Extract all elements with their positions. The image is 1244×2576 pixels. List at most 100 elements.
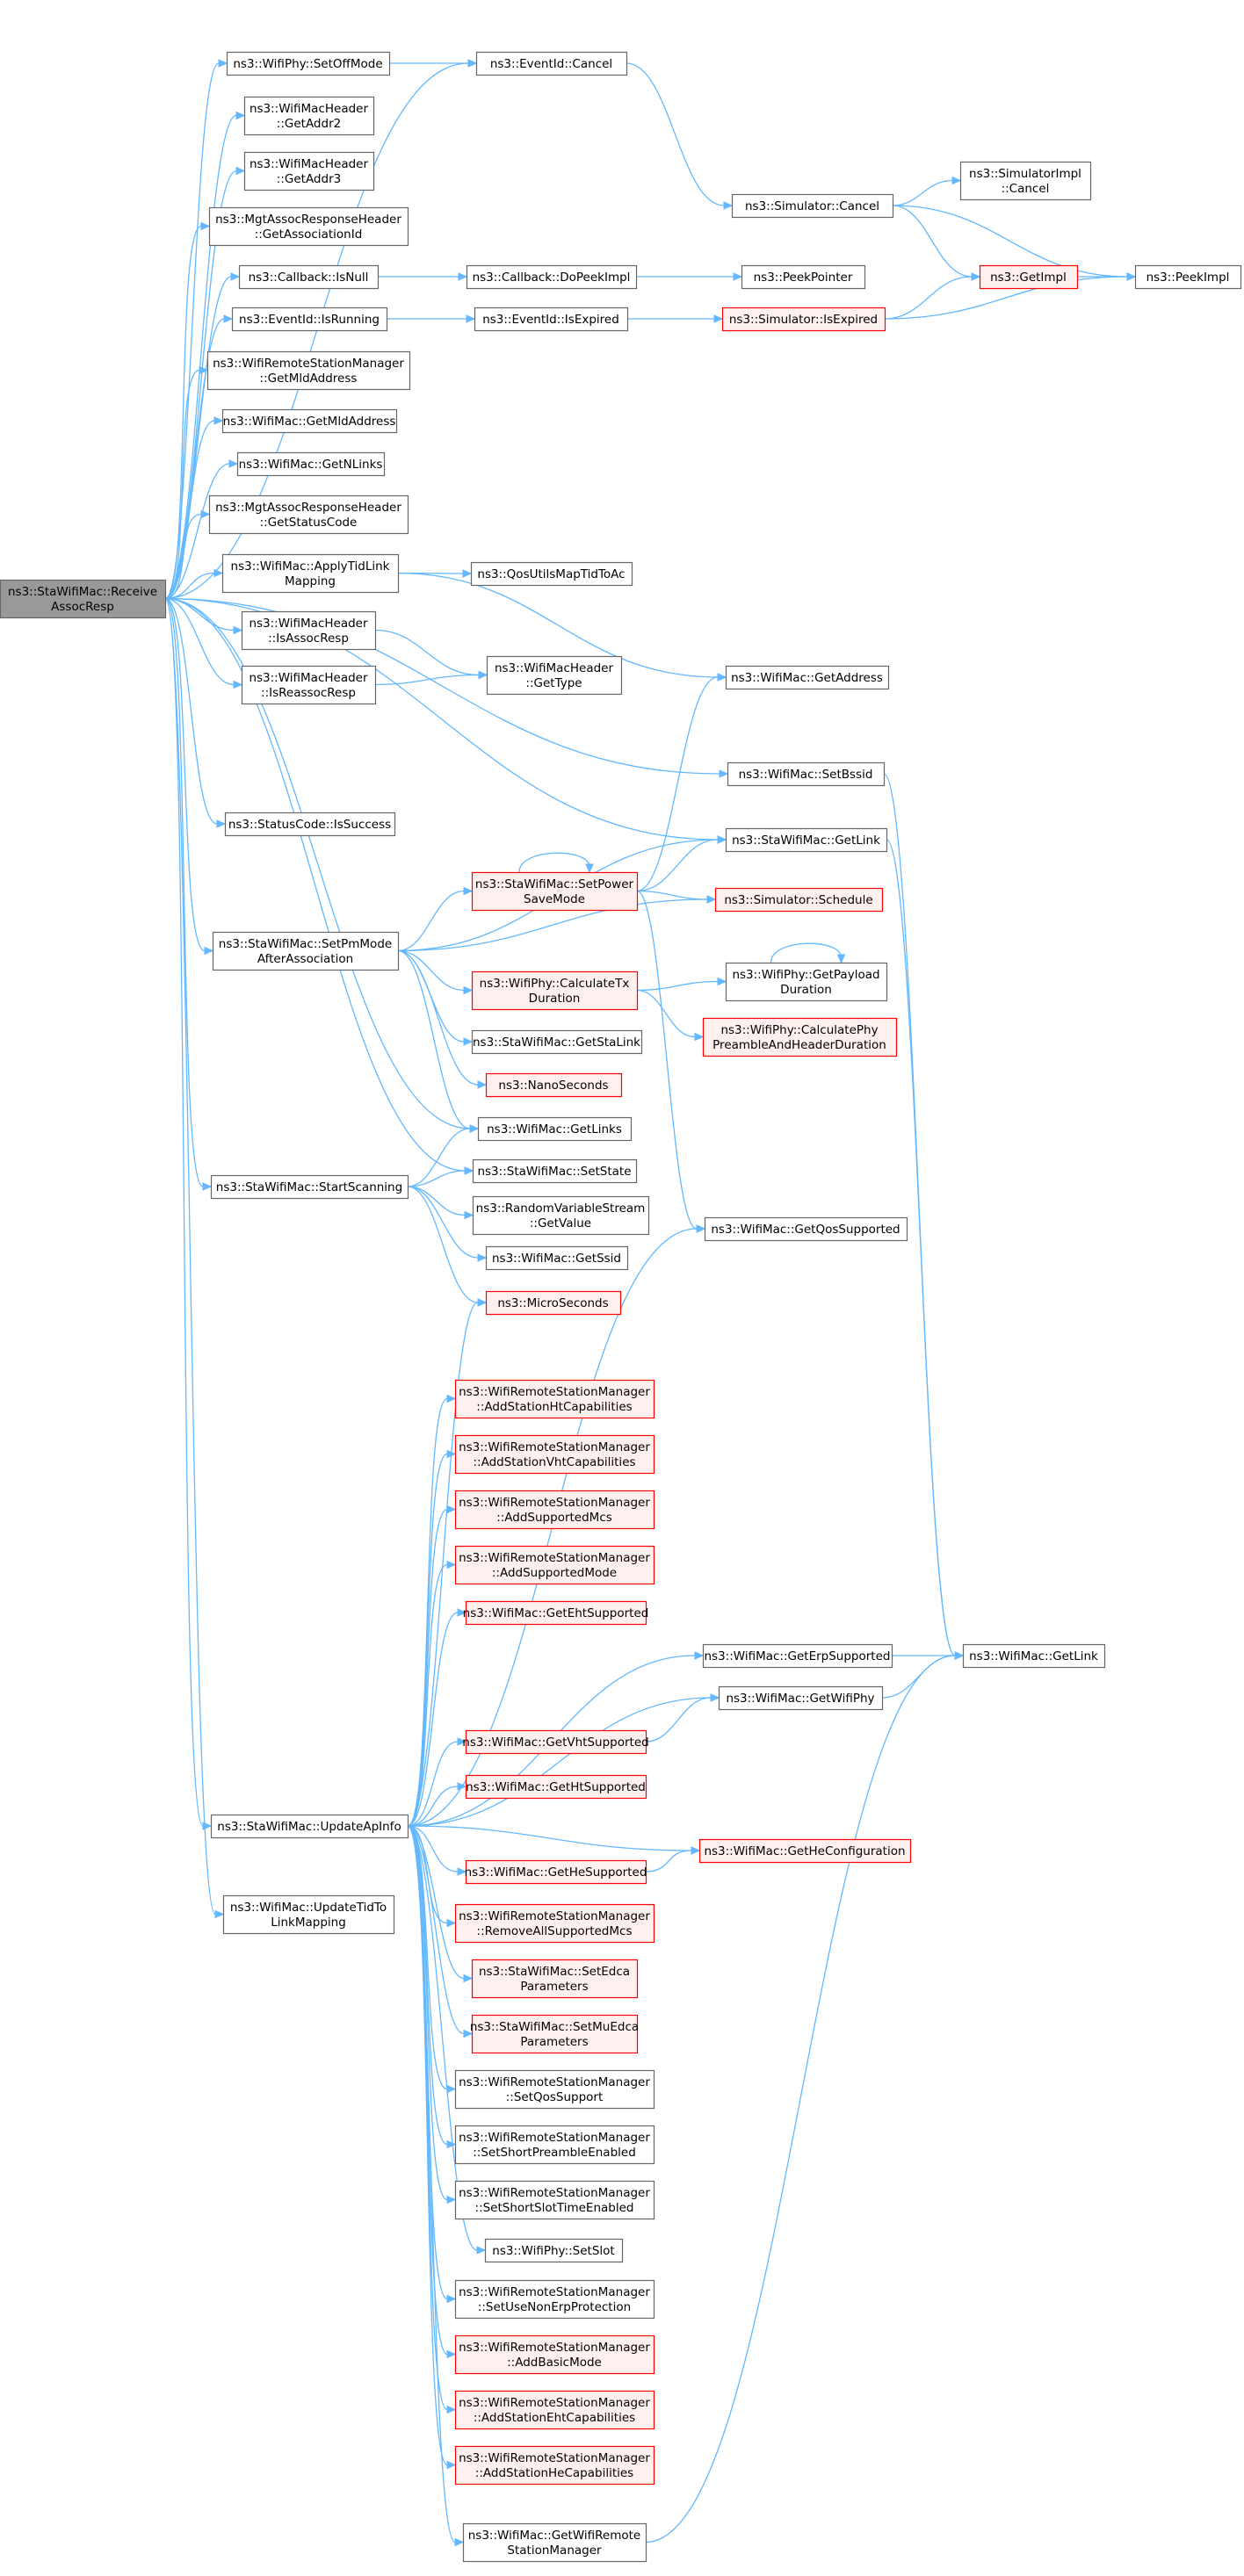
- node-mac_getehtsupported[interactable]: ns3::WifiMac::GetEhtSupported: [463, 1600, 649, 1626]
- node-simimpl_cancel[interactable]: ns3::SimulatorImpl::Cancel: [959, 161, 1092, 201]
- node-rsm_removeallmcs[interactable]: ns3::WifiRemoteStationManager::RemoveAll…: [454, 1903, 655, 1944]
- node-setpmmode[interactable]: ns3::StaWifiMac::SetPmModeAfterAssociati…: [212, 931, 400, 971]
- node-isassocresp[interactable]: ns3::WifiMacHeader::IsAssocResp: [241, 610, 377, 651]
- node-qosutils[interactable]: ns3::QosUtilsMapTidToAc: [470, 561, 633, 587]
- edge-line: [397, 949, 479, 1086]
- node-phy_setoffmode[interactable]: ns3::WifiPhy::SetOffMode: [226, 51, 391, 76]
- node-mac_setbssid[interactable]: ns3::WifiMac::SetBssid: [727, 761, 886, 787]
- node-rsm_setshortslot[interactable]: ns3::WifiRemoteStationManager::SetShortS…: [454, 2180, 655, 2220]
- node-sta_getlink[interactable]: ns3::StaWifiMac::GetLink: [725, 827, 888, 853]
- edge-arrowhead: [446, 1560, 457, 1569]
- node-cb_dopeekimpl[interactable]: ns3::Callback::DoPeekImpl: [466, 264, 638, 290]
- edge-arrowhead: [469, 1124, 480, 1133]
- edge-setpmmode-to-nanoseconds: [397, 949, 488, 1089]
- node-hdr_gettype[interactable]: ns3::WifiMacHeader::GetType: [486, 655, 623, 696]
- node-mac_getmldaddress[interactable]: ns3::WifiMac::GetMldAddress: [221, 408, 398, 434]
- node-microseconds[interactable]: ns3::MicroSeconds: [485, 1290, 622, 1316]
- node-mac_getssid[interactable]: ns3::WifiMac::GetSsid: [485, 1245, 629, 1271]
- node-mac_getlink[interactable]: ns3::WifiMac::GetLink: [962, 1643, 1106, 1669]
- node-getassocid[interactable]: ns3::MgtAssocResponseHeader::GetAssociat…: [208, 206, 409, 247]
- node-nanoseconds[interactable]: ns3::NanoSeconds: [485, 1072, 623, 1098]
- node-mac_getnlinks[interactable]: ns3::WifiMac::GetNLinks: [236, 451, 386, 477]
- node-peekpointer[interactable]: ns3::PeekPointer: [741, 264, 866, 290]
- node-mac_getwifirsm[interactable]: ns3::WifiMac::GetWifiRemoteStationManage…: [462, 2522, 647, 2563]
- node-box: [698, 1838, 912, 1864]
- node-box: [462, 2522, 647, 2563]
- node-sta_setstate[interactable]: ns3::StaWifiMac::SetState: [472, 1158, 638, 1184]
- node-eventid_isexpired[interactable]: ns3::EventId::IsExpired: [474, 307, 629, 332]
- node-mac_gethesupported[interactable]: ns3::WifiMac::GetHeSupported: [465, 1859, 647, 1885]
- node-mac_gethtsupported[interactable]: ns3::WifiMac::GetHtSupported: [465, 1774, 647, 1800]
- edge-line: [892, 205, 973, 278]
- node-box: [465, 1859, 647, 1885]
- node-statuscode_issuccess[interactable]: ns3::StatusCode::IsSuccess: [224, 812, 396, 837]
- node-label: ns3::StaWifiMac::SetPmMode: [219, 937, 392, 951]
- node-peekimpl[interactable]: ns3::PeekImpl: [1134, 264, 1242, 290]
- node-box: [472, 1195, 650, 1236]
- node-startscanning[interactable]: ns3::StaWifiMac::StartScanning: [210, 1174, 409, 1200]
- edge-mac_getwifirsm-to-mac_getlink: [645, 1651, 965, 2544]
- node-mac_getqossupported[interactable]: ns3::WifiMac::GetQosSupported: [704, 1216, 908, 1242]
- node-getimpl[interactable]: ns3::GetImpl: [979, 264, 1079, 290]
- node-label: ns3::RandomVariableStream: [476, 1201, 646, 1216]
- node-isreassocresp[interactable]: ns3::WifiMacHeader::IsReassocResp: [241, 665, 377, 705]
- node-cb_isnull[interactable]: ns3::Callback::IsNull: [238, 264, 380, 290]
- node-eventid_isrunning[interactable]: ns3::EventId::IsRunning: [231, 307, 388, 332]
- node-label: ::AddSupportedMode: [492, 1566, 617, 1580]
- node-label: ns3::WifiPhy::CalculateTx: [480, 977, 630, 991]
- node-rsm_addsupportedmcs[interactable]: ns3::WifiRemoteStationManager::AddSuppor…: [454, 1490, 655, 1530]
- edge-setpowersavemode-to-sim_schedule: [636, 890, 717, 904]
- node-rsm_addvhtcap[interactable]: ns3::WifiRemoteStationManager::AddStatio…: [454, 1434, 655, 1475]
- node-phy_setslot[interactable]: ns3::WifiPhy::SetSlot: [484, 2238, 624, 2263]
- edge-arrowhead: [463, 886, 474, 896]
- edge-sim_isexpired-to-peekimpl: [884, 272, 1137, 320]
- node-rvs_getvalue[interactable]: ns3::RandomVariableStream::GetValue: [472, 1195, 650, 1236]
- node-mac_getaddress[interactable]: ns3::WifiMac::GetAddress: [725, 665, 890, 690]
- node-rsm_addbasicmode[interactable]: ns3::WifiRemoteStationManager::AddBasicM…: [454, 2334, 655, 2375]
- edge-line: [397, 949, 465, 992]
- node-rsm_addhtcap[interactable]: ns3::WifiRemoteStationManager::AddStatio…: [454, 1379, 655, 1419]
- node-rsm_setshortpreamble[interactable]: ns3::WifiRemoteStationManager::SetShortP…: [454, 2125, 655, 2165]
- node-rsm_setusenonerp[interactable]: ns3::WifiRemoteStationManager::SetUseNon…: [454, 2279, 655, 2320]
- node-rsm_addhecap[interactable]: ns3::WifiRemoteStationManager::AddStatio…: [454, 2445, 655, 2486]
- edge-line: [407, 1741, 459, 1827]
- node-mac_geterpsupported[interactable]: ns3::WifiMac::GetErpSupported: [702, 1643, 893, 1669]
- node-label: Parameters: [520, 1980, 588, 1994]
- node-rsm_getmldaddress[interactable]: ns3::WifiRemoteStationManager::GetMldAdd…: [206, 350, 411, 391]
- node-getaddr2[interactable]: ns3::WifiMacHeader::GetAddr2: [243, 96, 375, 136]
- node-box: [731, 193, 894, 219]
- node-label: ::GetAddr3: [277, 172, 341, 186]
- node-label: ::AddStationHtCapabilities: [476, 1400, 632, 1414]
- node-mac_getvhtsupported[interactable]: ns3::WifiMac::GetVhtSupported: [462, 1729, 649, 1755]
- node-sta_getstalink[interactable]: ns3::StaWifiMac::GetStaLink: [471, 1029, 643, 1055]
- node-mac_getwifiphy[interactable]: ns3::WifiMac::GetWifiPhy: [718, 1685, 884, 1711]
- node-rsm_setqossupport[interactable]: ns3::WifiRemoteStationManager::SetQosSup…: [454, 2069, 655, 2110]
- node-calcphypreamble[interactable]: ns3::WifiPhy::CalculatePhyPreambleAndHea…: [702, 1017, 898, 1057]
- node-rsm_addsupportedmode[interactable]: ns3::WifiRemoteStationManager::AddSuppor…: [454, 1545, 655, 1585]
- node-updateapinfo[interactable]: ns3::StaWifiMac::UpdateApInfo: [210, 1814, 409, 1839]
- node-sim_isexpired[interactable]: ns3::Simulator::IsExpired: [721, 307, 886, 332]
- edge-line: [770, 942, 843, 963]
- node-mac_getheconfig[interactable]: ns3::WifiMac::GetHeConfiguration: [698, 1838, 912, 1864]
- node-getaddr3[interactable]: ns3::WifiMacHeader::GetAddr3: [243, 151, 375, 191]
- node-label: ns3::NanoSeconds: [498, 1079, 608, 1093]
- node-mac_getlinks[interactable]: ns3::WifiMac::GetLinks: [477, 1116, 633, 1142]
- node-sim_cancel[interactable]: ns3::Simulator::Cancel: [731, 193, 894, 219]
- node-box: [475, 51, 628, 76]
- node-box: [454, 2069, 655, 2110]
- edge-updateapinfo-to-mac_gethtsupported: [407, 1782, 467, 1827]
- edge-line: [884, 276, 1128, 320]
- node-label: SaveMode: [524, 892, 585, 906]
- node-sim_schedule[interactable]: ns3::Simulator::Schedule: [714, 887, 884, 913]
- node-rsm_addehtcap[interactable]: ns3::WifiRemoteStationManager::AddStatio…: [454, 2390, 655, 2430]
- node-eventid_cancel[interactable]: ns3::EventId::Cancel: [475, 51, 628, 76]
- node-getstatuscode[interactable]: ns3::MgtAssocResponseHeader::GetStatusCo…: [208, 494, 409, 535]
